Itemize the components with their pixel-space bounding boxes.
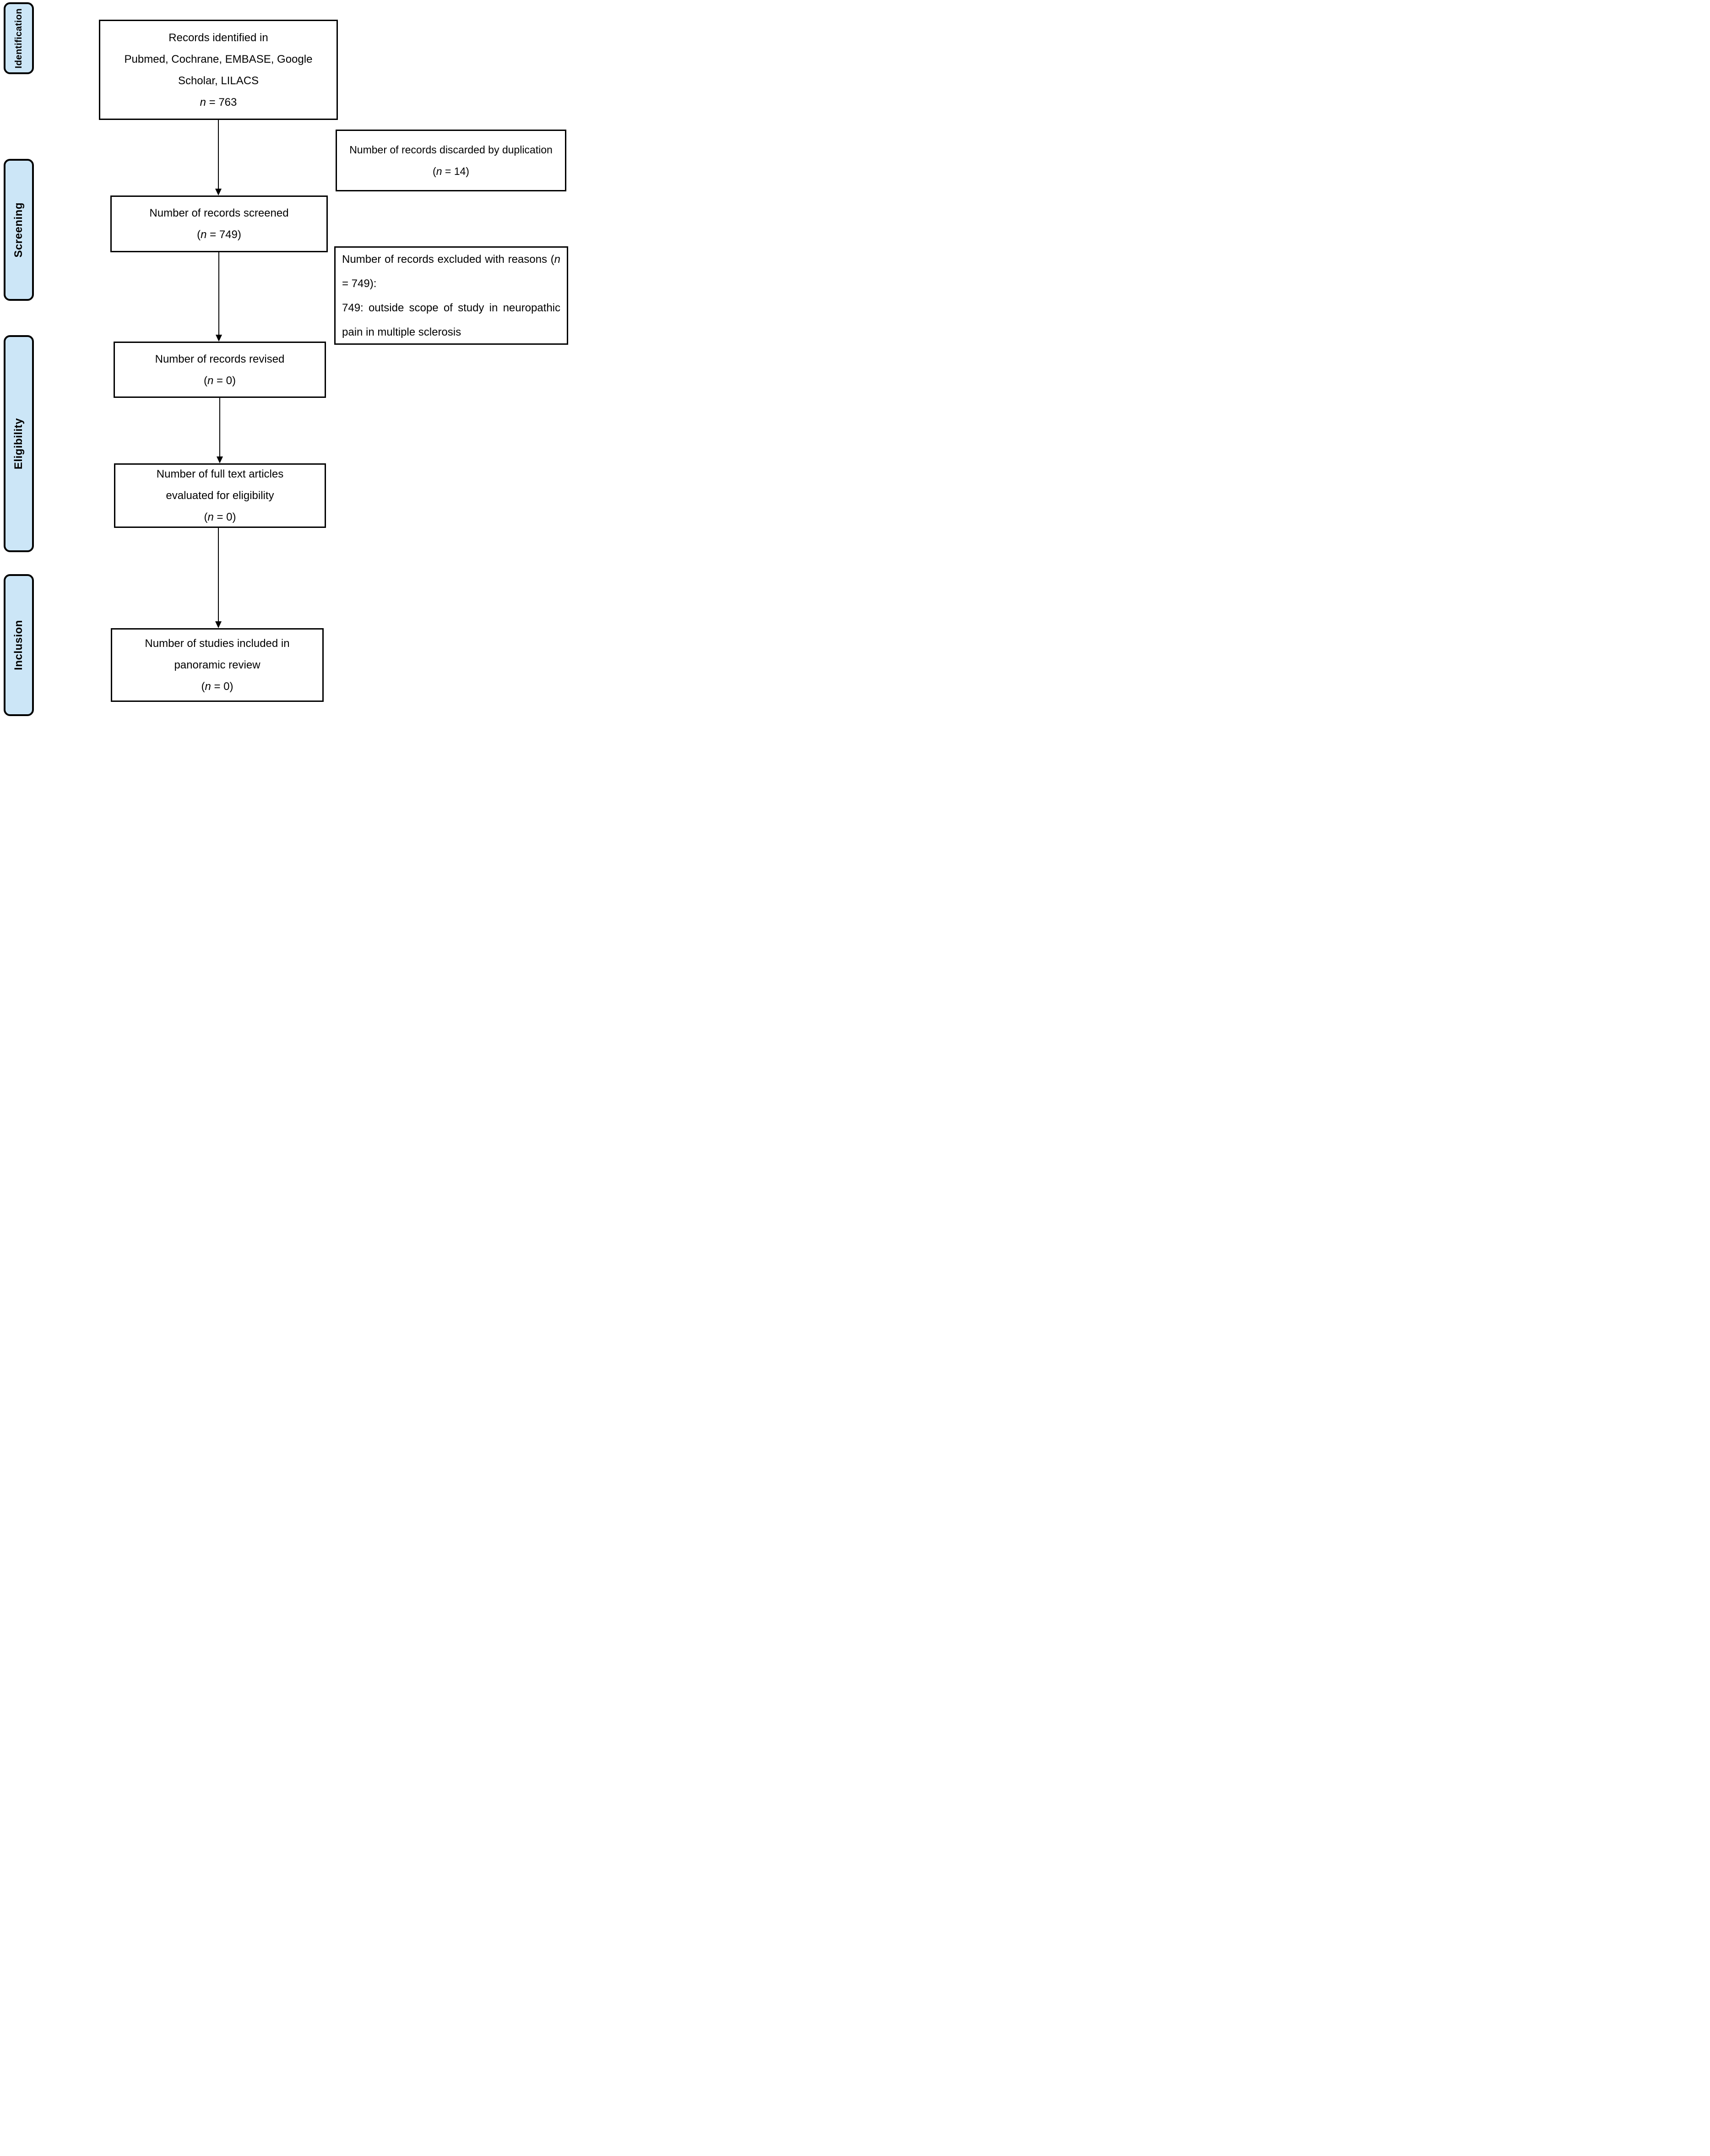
stage-eligibility: Eligibility <box>4 335 34 552</box>
count-value: = 0) <box>211 680 233 693</box>
stage-label: Identification <box>13 8 24 69</box>
count-value: = 749) <box>206 228 241 241</box>
arrow-revised-to-fulltext <box>217 398 223 463</box>
box-records-screened: Number of records screened (n = 749) <box>110 196 328 252</box>
count-line: (n = 749) <box>197 228 241 241</box>
box-text-line: Number of records screened <box>149 207 289 219</box>
n-symbol: n <box>201 228 207 241</box>
box-text-line: Records identified in <box>168 31 268 44</box>
arrow-head-icon <box>217 456 223 463</box>
box-text-line: Number of full text articles <box>156 468 284 480</box>
arrow-screened-to-revised <box>216 252 222 342</box>
n-symbol: n <box>207 511 214 523</box>
box-text-line: panoramic review <box>174 659 261 671</box>
arrow-shaft <box>218 528 219 622</box>
stage-inclusion: Inclusion <box>4 574 34 716</box>
n-symbol: n <box>205 680 211 693</box>
stage-label: Inclusion <box>12 620 25 670</box>
arrow-identified-to-screened <box>215 120 222 196</box>
box-records-revised: Number of records revised (n = 0) <box>114 342 326 398</box>
arrow-head-icon <box>215 189 222 196</box>
n-symbol: n <box>554 253 560 266</box>
arrow-head-icon <box>215 621 222 628</box>
arrow-shaft <box>218 252 219 336</box>
excluded-reason-detail: 749: outside scope of study in neuropath… <box>342 301 560 338</box>
count-line: (n = 0) <box>201 680 233 693</box>
box-text-line: evaluated for eligibility <box>166 489 274 502</box>
count-line: (n = 0) <box>204 511 236 523</box>
arrow-fulltext-to-included <box>215 528 222 628</box>
prisma-flow-diagram: Identification Screening Eligibility Inc… <box>0 0 570 719</box>
box-records-identified: Records identified in Pubmed, Cochrane, … <box>99 20 338 120</box>
arrow-head-icon <box>216 335 222 342</box>
stage-label: Screening <box>12 202 25 258</box>
n-symbol: n <box>436 165 442 177</box>
count-value: = 0) <box>213 374 236 387</box>
box-text-line: Pubmed, Cochrane, EMBASE, Google <box>124 53 313 65</box>
box-text-line: Scholar, LILACS <box>178 74 259 87</box>
count-value: = 749): <box>342 277 377 290</box>
n-symbol: n <box>207 374 214 387</box>
box-fulltext-evaluated: Number of full text articles evaluated f… <box>114 463 326 528</box>
stage-identification: Identification <box>4 2 34 74</box>
arrow-shaft <box>218 120 219 190</box>
box-records-excluded: Number of records excluded with reasons … <box>334 246 568 345</box>
count-value: = 0) <box>213 511 236 523</box>
box-text-line: Number of studies included in <box>145 637 290 650</box>
box-text-line: Number of records revised <box>155 353 285 365</box>
count-value: = 763 <box>206 96 237 109</box>
excluded-reason-line: Number of records excluded with reasons … <box>342 253 560 290</box>
stage-label: Eligibility <box>12 418 25 470</box>
count-line: (n = 14) <box>433 165 469 177</box>
stage-screening: Screening <box>4 159 34 301</box>
box-records-discarded: Number of records discarded by duplicati… <box>336 130 566 191</box>
n-symbol: n <box>200 96 206 109</box>
arrow-shaft <box>219 398 220 457</box>
box-text-line: Number of records discarded by duplicati… <box>349 143 553 156</box>
count-value: = 14) <box>442 165 469 177</box>
count-line: n = 763 <box>200 92 237 113</box>
count-line: (n = 0) <box>203 374 236 387</box>
box-studies-included: Number of studies included in panoramic … <box>111 628 324 702</box>
